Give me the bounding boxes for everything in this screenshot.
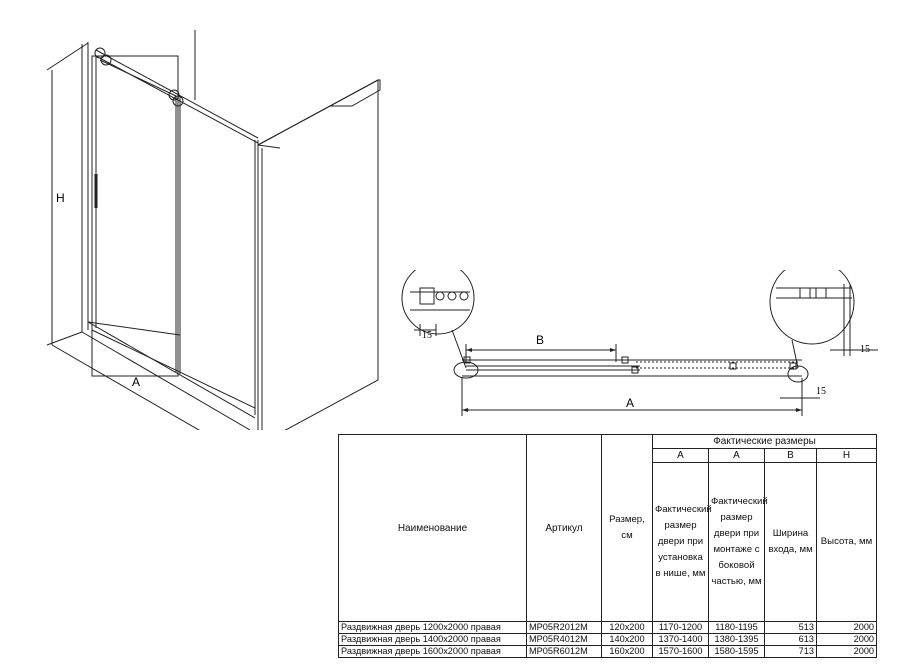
- plan-view-drawing: B A 15 15 15: [401, 270, 878, 416]
- row-name: Раздвижная дверь 1200х2000 правая: [338, 621, 527, 634]
- subheader-a-niche: A: [652, 448, 709, 463]
- row-height: 2000: [815, 645, 878, 658]
- row-entry: 713: [764, 645, 817, 658]
- height-dimension-label: H: [56, 191, 65, 205]
- row-side: 1180-1195: [708, 621, 765, 634]
- row-size: 120х200: [601, 621, 653, 634]
- row-side: 1580-1595: [708, 645, 765, 658]
- subheader-a-side: A: [708, 448, 765, 463]
- width-dimension-label-plan: A: [626, 396, 634, 410]
- row-entry: 613: [764, 633, 817, 646]
- header-size: Размер, см: [601, 434, 653, 622]
- row-article: MP05R6012M: [526, 645, 602, 658]
- row-side: 1380-1395: [708, 633, 765, 646]
- table-subheader-row: A A B H: [339, 448, 878, 463]
- dim-15-bottom: 15: [816, 386, 826, 397]
- header-actual-niche: Фактический размер двери при установка в…: [652, 462, 712, 622]
- width-dimension-label-iso: A: [132, 375, 140, 389]
- row-article: MP05R4012M: [526, 633, 602, 646]
- table-row: Раздвижная дверь 1400х2000 правая MP05R4…: [338, 633, 878, 646]
- row-name: Раздвижная дверь 1600х2000 правая: [338, 645, 527, 658]
- table-row: Раздвижная дверь 1600х2000 правая MP05R6…: [338, 645, 878, 658]
- header-name: Наименование: [338, 434, 527, 622]
- table-row: Раздвижная дверь 1200х2000 правая MP05R2…: [338, 621, 878, 634]
- table-description-row: Фактический размер двери при установка в…: [339, 462, 878, 622]
- row-niche: 1570-1600: [652, 645, 709, 658]
- header-article: Артикул: [526, 434, 602, 622]
- row-niche: 1370-1400: [652, 633, 709, 646]
- header-height: Высота, мм: [815, 462, 878, 622]
- row-height: 2000: [815, 633, 878, 646]
- row-height: 2000: [815, 621, 878, 634]
- entry-width-label: B: [536, 333, 544, 347]
- isometric-door-drawing: H A: [46, 30, 381, 430]
- dim-15-right: 15: [860, 344, 870, 355]
- subheader-b: B: [764, 448, 817, 463]
- row-entry: 513: [764, 621, 817, 634]
- header-entry-width: Ширина входа, мм: [764, 462, 817, 622]
- dim-15-left: 15: [422, 330, 432, 341]
- header-actual-sizes: Фактические размеры: [651, 434, 878, 449]
- row-size: 140х200: [601, 633, 653, 646]
- row-article: MP05R2012M: [526, 621, 602, 634]
- row-size: 160х200: [601, 645, 653, 658]
- row-name: Раздвижная дверь 1400х2000 правая: [338, 633, 527, 646]
- row-niche: 1170-1200: [652, 621, 709, 634]
- header-actual-side: Фактический размер двери при монтаже с б…: [708, 462, 768, 622]
- table-header-row: Наименование Артикул Размер, см Фактичес…: [338, 434, 878, 622]
- specs-table: Наименование Артикул Размер, см Фактичес…: [338, 434, 878, 658]
- subheader-h: H: [815, 448, 878, 463]
